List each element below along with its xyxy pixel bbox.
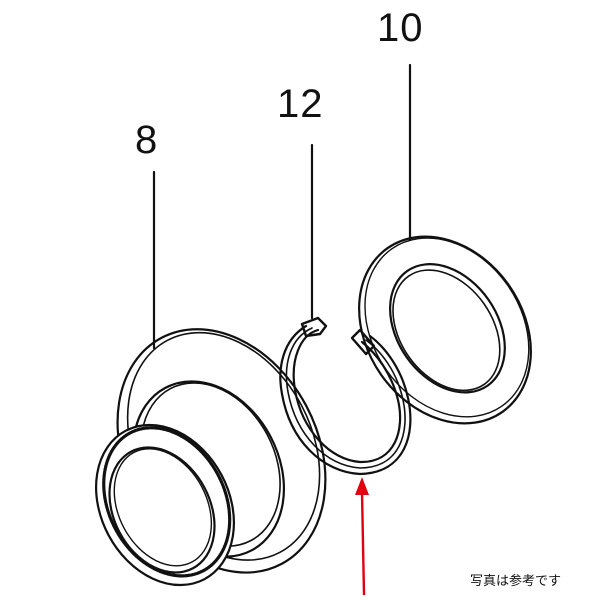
reference-photo-note: 写真は参考です	[470, 574, 562, 589]
callout-label-12: 12	[277, 82, 324, 126]
callout-label-8: 8	[135, 118, 159, 162]
red-arrow-indicator	[355, 477, 369, 596]
part-10-drawing	[358, 235, 532, 425]
callout-label-10: 10	[377, 6, 424, 50]
part-12-drawing	[279, 316, 412, 476]
